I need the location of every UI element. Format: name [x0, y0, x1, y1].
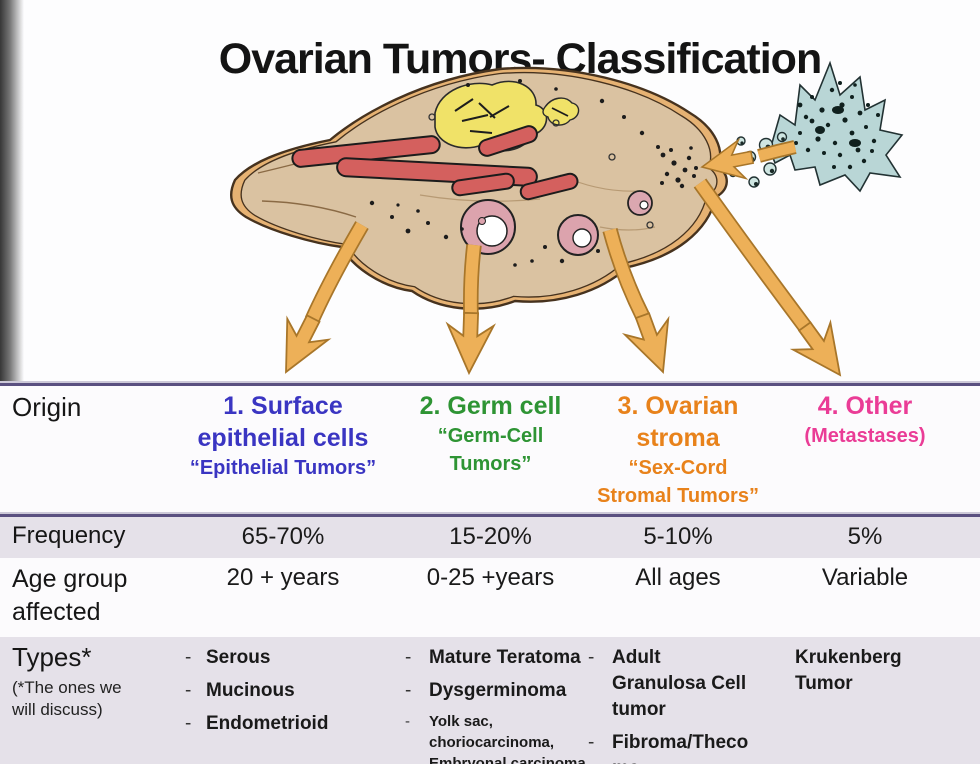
list-item: - Fibroma/Theco ma — [588, 732, 749, 764]
row-label-frequency: Frequency — [12, 522, 126, 549]
list-item: - Mature Teratoma — [405, 647, 581, 668]
stipple-dots — [369, 79, 698, 267]
row-origin: Origin 1. Surface epithelial cells “Epit… — [0, 386, 980, 512]
follicles — [460, 190, 653, 256]
ovary-illustration — [229, 60, 904, 377]
frequency-germ-cell: 15-20% — [449, 523, 532, 550]
stipple-rings — [428, 113, 654, 229]
list-item: - Serous — [185, 647, 271, 668]
age-germ-cell: 0-25 +years — [426, 564, 555, 591]
age-epithelial: 20 + years — [226, 564, 340, 591]
frequency-epithelial: 65-70% — [241, 523, 325, 550]
row-age-group: Age group affected 20 + years 0-25 +year… — [0, 558, 980, 637]
origin-germ-cell: 2. Germ cell “Germ-Cell Tumors” — [419, 392, 562, 475]
age-stroma: All ages — [635, 564, 721, 591]
arrow-to-germ-cells — [445, 244, 497, 376]
arrow-to-stroma — [602, 228, 670, 374]
age-other: Variable — [821, 564, 909, 591]
types-epithelial-list: - Serous - Mucinous - Endometrioid — [185, 645, 385, 737]
frequency-other: 5% — [847, 523, 883, 550]
origin-surface-epithelial: 1. Surface epithelial cells “Epithelial … — [189, 392, 377, 479]
row-frequency: Frequency 65-70% 15-20% 5-10% 5% — [0, 517, 980, 558]
row-label-origin: Origin — [12, 392, 82, 422]
types-other-list: Krukenberg Tumor — [795, 645, 970, 697]
list-item: - Yolk sac, choriocarcinoma, Embryonal c… — [405, 713, 586, 764]
arrow-to-surface-epithelium — [285, 221, 369, 374]
origin-ovarian-stroma: 3. Ovarian stroma “Sex-Cord Stromal Tumo… — [597, 392, 759, 507]
arrow-metastasis-into-ovary — [700, 137, 797, 180]
list-item: - Mucinous — [185, 680, 295, 701]
metastases-splat — [769, 60, 904, 193]
blood-vessels — [291, 125, 579, 201]
list-item: - Dysgerminoma — [405, 680, 567, 701]
arrow-to-other — [693, 178, 842, 377]
origin-other-metastases: 4. Other (Metastases) — [804, 392, 926, 447]
row-label-types: Types* (*The ones we will discuss) — [12, 642, 122, 719]
divider-line-frequency — [0, 512, 980, 517]
divider-line-top — [0, 381, 980, 386]
row-label-age-group: Age group affected — [12, 565, 128, 626]
row-types: Types* (*The ones we will discuss) - Ser… — [0, 637, 980, 764]
list-item: - Adult Granulosa Cell tumor — [588, 647, 747, 720]
frequency-stroma: 5-10% — [643, 523, 713, 550]
list-item: - Endometrioid — [185, 713, 329, 734]
types-germ-cell-list: - Mature Teratoma - Dysgerminoma - Yolk … — [405, 645, 595, 764]
types-stroma-list: - Adult Granulosa Cell tumor - Fibroma/T… — [588, 645, 768, 764]
list-item: Krukenberg Tumor — [795, 647, 902, 694]
types-footnote: (*The ones we will discuss) — [12, 678, 122, 719]
